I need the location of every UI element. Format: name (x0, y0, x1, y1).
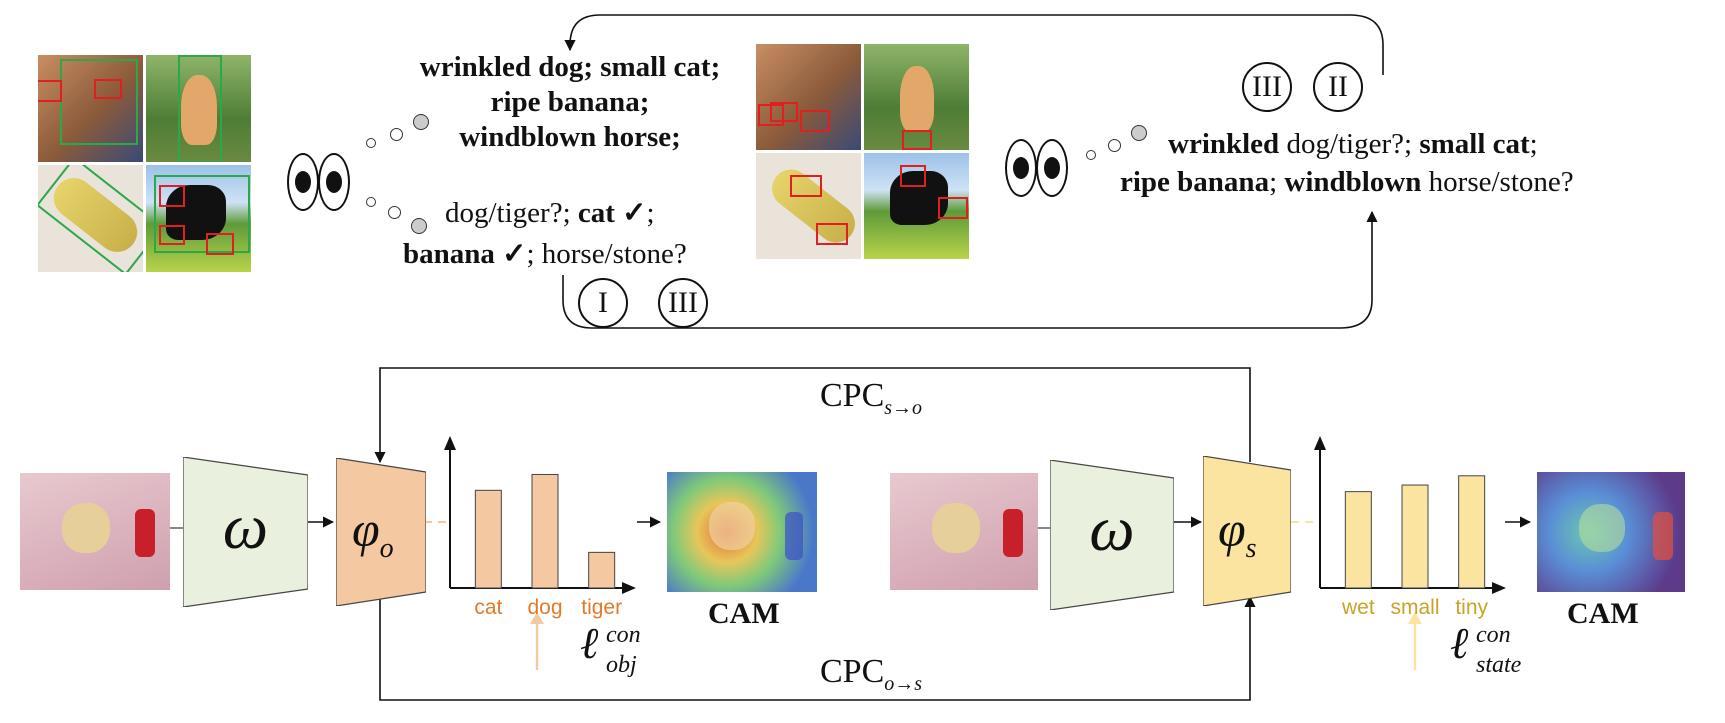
cam-label-left: CAM (708, 597, 780, 630)
text-span: ; (1269, 166, 1285, 198)
eyes-icon (287, 147, 351, 213)
input-photo-left (20, 473, 170, 590)
cpc-s-to-o-label: CPCs→o (820, 377, 922, 420)
text-span: cat ✓ (577, 197, 647, 229)
bubble-text-right-line2: ripe banana; windblown horse/stone? (1120, 164, 1574, 200)
state-head-block (1203, 456, 1291, 606)
bubble-text-lower-line2: banana ✓; horse/stone? (403, 236, 687, 272)
loss-state-sup: con (1476, 622, 1511, 648)
cam-photo-left (667, 472, 817, 592)
photo-horse-parts (864, 153, 969, 259)
photo-dog-parts (756, 44, 861, 150)
thought-dot (366, 138, 376, 148)
bar (1401, 484, 1429, 589)
state-score-chart: wet small tiny (1314, 436, 1506, 619)
cam-photo-right (1537, 472, 1685, 592)
text-span: horse/stone? (1421, 166, 1574, 198)
loss-state: ℓ (1450, 622, 1468, 666)
tick-label: wet (1341, 596, 1375, 619)
bar (588, 551, 616, 589)
thought-dot (390, 128, 403, 141)
cpc-base: CPC (820, 653, 885, 690)
cam-label-right: CAM (1567, 597, 1639, 630)
x-axis-arrowhead (622, 582, 636, 594)
bubble-line: ripe banana; (490, 86, 650, 118)
thought-dot (1131, 125, 1147, 141)
text-span: wrinkled (1168, 128, 1280, 160)
loss-base: ℓ (1450, 619, 1469, 668)
omega-symbol: ω (222, 491, 269, 562)
tick-label: tiny (1455, 596, 1488, 619)
cpc-sub: s→o (884, 396, 923, 419)
tick-label: dog (527, 596, 562, 619)
y-axis-arrowhead (444, 436, 456, 450)
feedback-arrow-top (564, 14, 1384, 75)
thought-dot (1108, 139, 1121, 152)
phi: φ (1218, 501, 1246, 557)
bubble-text-upper: wrinkled dog; small cat; ripe banana; wi… (390, 50, 750, 155)
encoder-block-right (1050, 460, 1174, 610)
loss-base: ℓ (580, 619, 599, 668)
phi: φ (352, 501, 380, 557)
bubble-text-right-line1: wrinkled dog/tiger?; small cat; (1168, 126, 1538, 162)
phi-s-symbol: φs (1218, 500, 1257, 565)
thought-dot (388, 206, 401, 219)
cpc-o-to-s-label: CPCo→s (820, 653, 922, 696)
photo-horse (146, 165, 251, 272)
loss-obj: ℓ (580, 622, 598, 666)
thought-dot (411, 218, 427, 234)
phi-sub: o (379, 533, 394, 564)
object-score-chart: cat dog tiger (444, 436, 636, 619)
photo-dog (38, 55, 143, 162)
bar (531, 473, 559, 589)
text-span: dog/tiger?; (1279, 128, 1420, 160)
text-span: ripe banana (1120, 166, 1270, 198)
tick-label: tiger (581, 596, 622, 619)
x-axis-arrowhead (1492, 582, 1506, 594)
thought-dot (1086, 150, 1096, 160)
roman-marker: III (1242, 62, 1292, 112)
bubble-text-lower-line1: dog/tiger?; cat ✓; (445, 195, 655, 231)
photo-cat-parts (864, 44, 969, 150)
feedback-arrow-bottom (562, 210, 1378, 329)
bar (1458, 475, 1486, 589)
y-axis-arrowhead (1314, 436, 1326, 450)
text-span: small cat (1419, 128, 1530, 160)
thought-dot (366, 197, 376, 207)
cpc-base: CPC (820, 377, 885, 414)
roman-marker: III (658, 278, 708, 328)
cpc-sub: o→s (884, 672, 923, 695)
photo-cat (146, 55, 251, 162)
text-span: banana ✓ (403, 238, 527, 270)
text-span: ; (646, 197, 655, 229)
photo-banana (38, 165, 143, 272)
text-span: ; (1529, 128, 1538, 160)
tick-label: cat (474, 596, 502, 619)
thought-dot (413, 114, 429, 130)
loss-obj-sup: con (606, 622, 641, 648)
roman-marker: II (1313, 62, 1363, 112)
cpc-o-to-s-arrow (379, 590, 1256, 701)
omega-symbol: ω (1089, 493, 1135, 564)
text-span: ; horse/stone? (526, 238, 687, 270)
eyes-icon (1005, 133, 1069, 199)
bubble-line: wrinkled dog; small cat; (419, 51, 721, 83)
object-head-block (336, 458, 426, 606)
bar (474, 489, 502, 589)
cpc-s-to-o-arrow (374, 367, 1251, 464)
loss-state-sub: state (1476, 652, 1522, 678)
roman-marker: I (578, 278, 628, 328)
text-span: windblown (1284, 166, 1422, 198)
text-span: dog/tiger?; (445, 197, 578, 229)
input-photo-right (890, 473, 1038, 590)
bubble-line: windblown horse; (459, 121, 681, 153)
encoder-block-left (183, 457, 308, 607)
phi-sub: s (1245, 533, 1257, 564)
phi-o-symbol: φo (352, 500, 394, 565)
photo-banana-parts (756, 153, 861, 259)
bar (1344, 491, 1372, 589)
loss-obj-sub: obj (606, 652, 637, 678)
tick-label: small (1390, 596, 1439, 619)
